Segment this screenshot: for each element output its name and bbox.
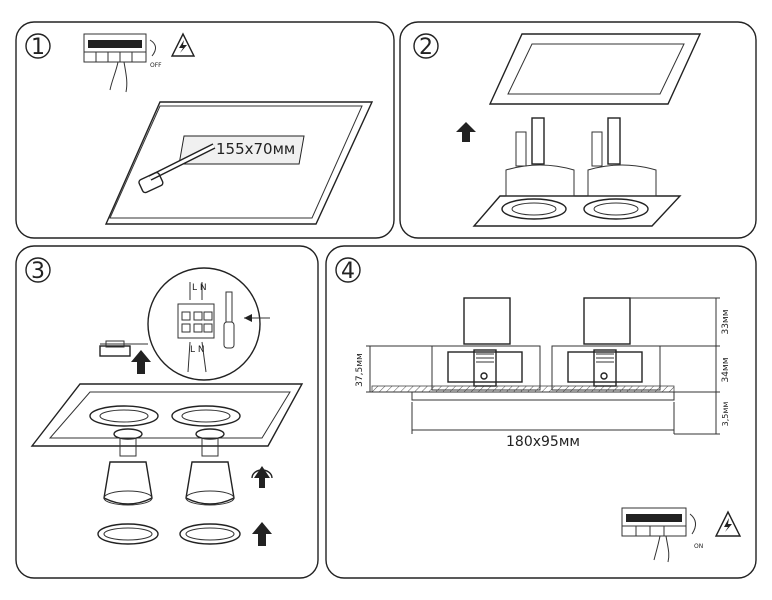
- dimension-3-5: 3,5мм: [721, 402, 730, 427]
- switch-arrow: [149, 39, 156, 57]
- hazard-icon: [170, 32, 196, 57]
- step-3-badge: [25, 257, 51, 283]
- step-2-number: 2: [419, 35, 433, 60]
- terminal-detail: [147, 267, 261, 381]
- step-4-frame: [325, 245, 757, 579]
- width-dimension: 180x95мм: [506, 434, 580, 450]
- switch-off-label: OFF: [150, 62, 162, 69]
- dimension-37-5: 37,5мм: [355, 353, 365, 387]
- step-1-panel: 1 OFF 155x70мм: [15, 21, 395, 239]
- step-1-number: 1: [31, 35, 45, 60]
- terminal-bottom-label: L N: [190, 345, 205, 355]
- fixture-flange: [411, 391, 675, 401]
- switch-arrow: [689, 513, 696, 535]
- connector-block-icon: [99, 340, 131, 357]
- breaker-panel-icon: [83, 33, 147, 93]
- step-2-frame: [399, 21, 757, 239]
- screwdriver-icon: [223, 291, 270, 349]
- terminal-top-label: L N: [192, 283, 207, 293]
- hazard-icon: [714, 510, 742, 537]
- up-arrow-icon: [131, 350, 151, 374]
- dimension-lines: [366, 297, 720, 435]
- fixture-unit-left: [431, 297, 541, 391]
- ceiling-section: [371, 385, 675, 393]
- step-3-number: 3: [31, 259, 45, 284]
- switch-on-label: ON: [694, 543, 703, 550]
- double-frame: [30, 383, 304, 447]
- ceiling-board: [488, 33, 702, 105]
- double-frame-fixture: [472, 117, 682, 227]
- step-3-frame: [15, 245, 319, 579]
- step-2-panel: 2: [399, 21, 757, 239]
- dimension-33: 33мм: [721, 309, 731, 334]
- up-arrow-icon: [252, 522, 272, 546]
- step-3-panel: 3 L N L N: [15, 245, 319, 579]
- step-4-badge: [335, 257, 361, 283]
- breaker-panel-icon: [621, 507, 687, 563]
- decor-ring-right: [179, 523, 241, 545]
- step-4-panel: 4: [325, 245, 757, 579]
- step-4-number: 4: [341, 259, 355, 284]
- step-1-badge: [25, 33, 51, 59]
- gu10-lamp-right: [185, 428, 235, 506]
- rotate-icon: [251, 466, 273, 488]
- dimension-34: 34мм: [721, 357, 731, 382]
- gu10-lamp-left: [103, 428, 153, 506]
- saw-icon: [138, 143, 216, 194]
- ceiling-slab: [104, 101, 374, 225]
- fixture-unit-right: [551, 297, 661, 391]
- step-2-badge: [413, 33, 439, 59]
- up-arrow-icon: [456, 122, 476, 142]
- step-1-frame: [15, 21, 395, 239]
- decor-ring-left: [97, 523, 159, 545]
- cutout-dimension: 155x70мм: [216, 140, 295, 158]
